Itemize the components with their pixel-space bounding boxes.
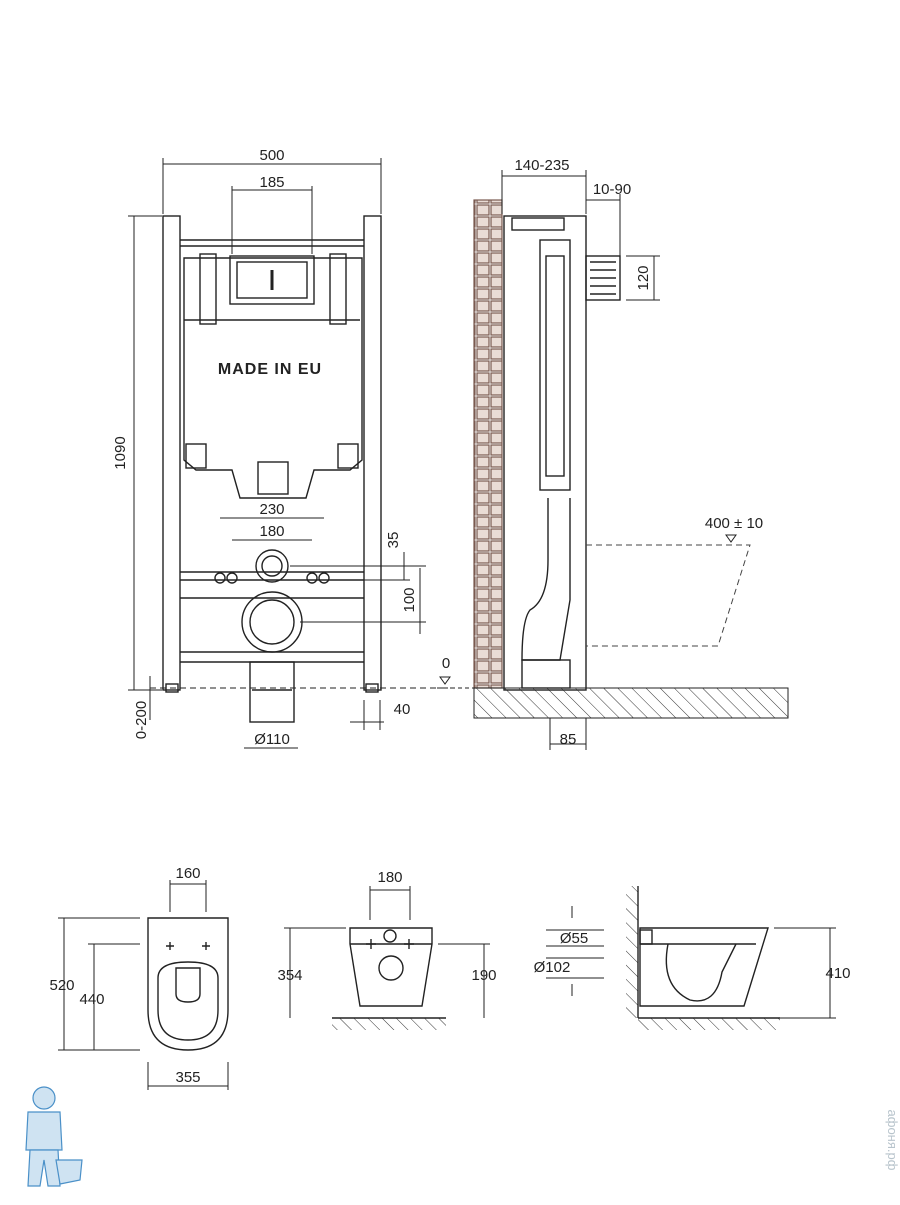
- dim-1090: 1090: [112, 436, 129, 469]
- dim-102: Ø102: [534, 959, 571, 976]
- tiled-wall: [473, 199, 503, 689]
- bowl-side-outline: [639, 927, 769, 1007]
- drain-outlet: [241, 591, 303, 653]
- water-inlet: [255, 549, 289, 583]
- frame-side: [503, 215, 587, 691]
- bowl-outline-dashed: [586, 544, 751, 647]
- watermark-text: афоня.рф: [885, 1110, 900, 1171]
- dim-355: 355: [175, 1069, 200, 1086]
- dim-0: 0: [442, 655, 450, 672]
- flush-button-side: [585, 255, 621, 301]
- front-dimensions: [128, 158, 426, 749]
- dim-354: 354: [277, 967, 302, 984]
- bowl-side-dimensions: [546, 906, 836, 1019]
- dim-190: 190: [471, 967, 496, 984]
- bowl-top-view: [147, 917, 229, 1051]
- button-plate: [229, 255, 315, 305]
- dim-85: 85: [560, 731, 577, 748]
- dim-55: Ø55: [560, 930, 588, 947]
- floor-hatch: [473, 687, 789, 719]
- dim-140-235: 140-235: [514, 157, 569, 174]
- dim-500: 500: [259, 147, 284, 164]
- bowl-top-dimensions: [58, 880, 229, 1090]
- bowl-back-dimensions: [284, 886, 490, 1018]
- dim-180b: 180: [377, 869, 402, 886]
- bowl-side-view: [626, 886, 780, 1030]
- dim-410: 410: [825, 965, 850, 982]
- front-view: [150, 215, 455, 723]
- dim-230: 230: [259, 501, 284, 518]
- dim-120: 120: [635, 265, 652, 290]
- dim-520: 520: [49, 977, 74, 994]
- dim-440: 440: [79, 991, 104, 1008]
- dim-0-200: 0-200: [133, 701, 150, 739]
- dim-100: 100: [401, 587, 418, 612]
- bowl-back-outline: [349, 927, 433, 1007]
- dim-40: 40: [394, 701, 411, 718]
- dim-110: Ø110: [254, 731, 290, 748]
- dim-160: 160: [175, 865, 200, 882]
- cistern: [183, 257, 363, 499]
- plumber-mascot-logo: [25, 1086, 83, 1187]
- dim-10-90: 10-90: [593, 181, 631, 198]
- dim-400: 400 ± 10: [705, 515, 763, 532]
- bowl-top-outline: [147, 917, 229, 1051]
- dim-185: 185: [259, 174, 284, 191]
- dim-180: 180: [259, 523, 284, 540]
- side-view: [430, 170, 789, 750]
- left-post: [162, 215, 181, 691]
- dim-35: 35: [385, 532, 402, 549]
- tank-label: MADE IN EU: [218, 361, 322, 378]
- right-post: [363, 215, 382, 691]
- bowl-back-view: [332, 927, 446, 1030]
